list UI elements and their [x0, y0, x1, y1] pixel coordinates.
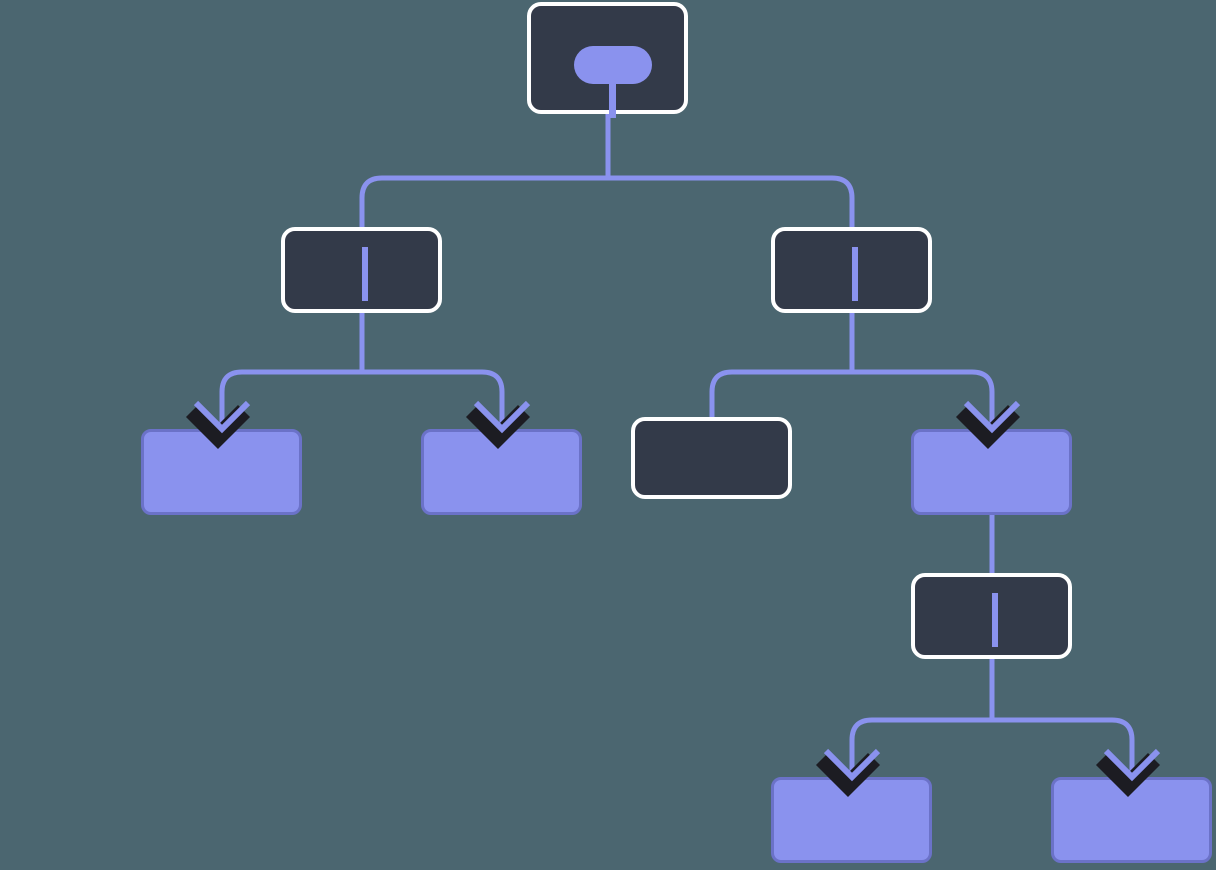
edge-chain-node-to-leaf-5 [989, 659, 1135, 777]
node-through-line [992, 593, 998, 647]
node-through-line [362, 247, 368, 301]
leaf-node-1[interactable] [141, 429, 302, 515]
edge-branch-left-to-leaf-2 [359, 313, 505, 429]
edge-branch-right-to-plain-node [709, 313, 855, 417]
plain-node[interactable] [631, 417, 792, 499]
branch-node-left[interactable] [281, 227, 442, 313]
root-pill-icon [574, 46, 652, 84]
root-node[interactable] [527, 2, 688, 118]
leaf-node-4[interactable] [771, 777, 932, 863]
branch-node-right[interactable] [771, 227, 932, 313]
chain-node[interactable] [911, 573, 1072, 659]
edge-branch-left-to-leaf-1 [219, 313, 365, 429]
edge-chain-node-to-leaf-4 [849, 659, 995, 777]
leaf-node-3[interactable] [911, 429, 1072, 515]
node-through-line [852, 247, 858, 301]
root-stem-icon [609, 80, 616, 118]
leaf-node-2[interactable] [421, 429, 582, 515]
edge-branch-right-to-leaf-3 [849, 313, 995, 429]
edge-root-to-branch-right [605, 112, 855, 227]
leaf-node-5[interactable] [1051, 777, 1212, 863]
